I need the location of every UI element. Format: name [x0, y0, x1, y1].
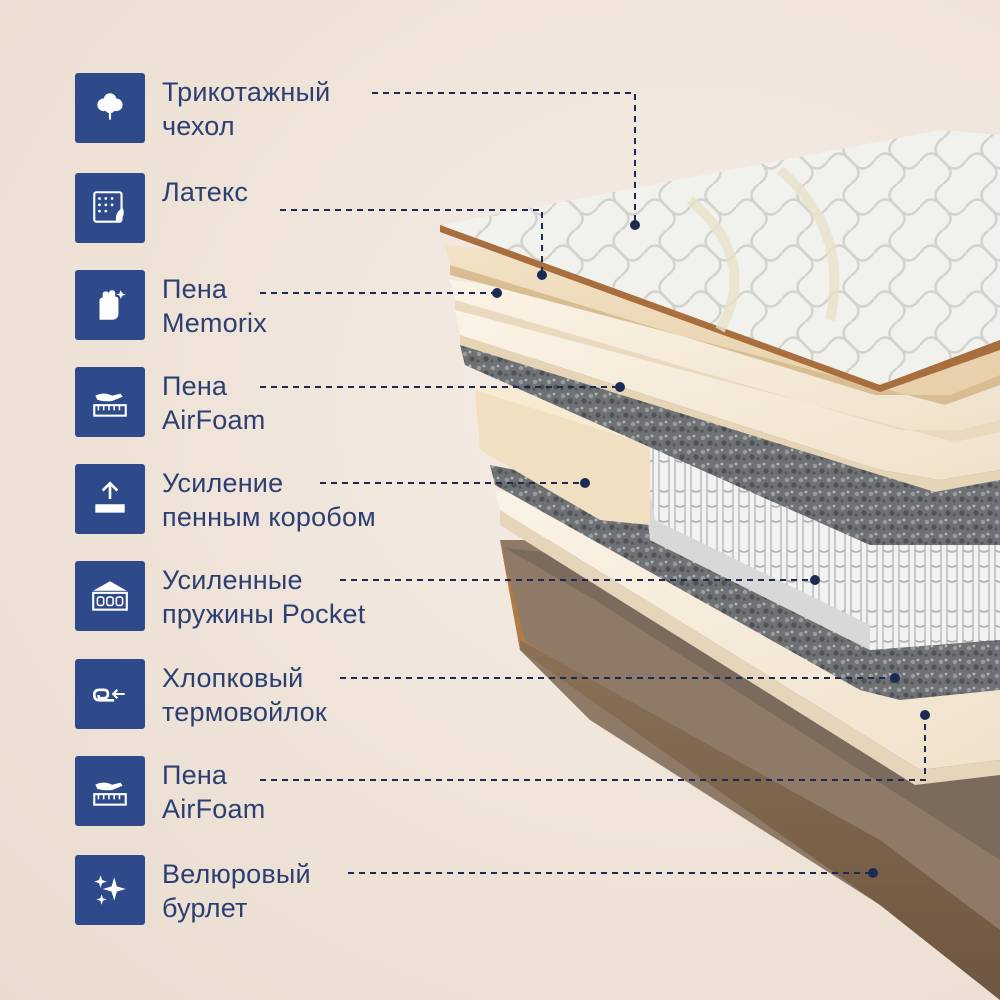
- layer-airfoam-top: Пена AirFoam: [75, 367, 515, 437]
- layer-label: Хлопковый термовойлок: [162, 661, 327, 729]
- layer-label-line-2: AirFoam: [162, 405, 266, 435]
- foam-hand-icon: [75, 756, 145, 826]
- layer-label-line-1: Пена: [162, 371, 228, 401]
- layer-foam-box: Усиление пенным коробом: [75, 464, 515, 534]
- layer-label-line-1: Усиление: [162, 468, 284, 498]
- layer-label-line-1: Латекс: [162, 177, 249, 207]
- layer-cotton-felt: Хлопковый термовойлок: [75, 659, 515, 729]
- layer-label: Пена AirFoam: [162, 369, 265, 437]
- layer-label: Трикотажный чехол: [162, 75, 330, 143]
- cotton-icon: [75, 73, 145, 143]
- spring-block-icon: [75, 561, 145, 631]
- box-upload-icon: [75, 464, 145, 534]
- layer-knitted-cover: Трикотажный чехол: [75, 73, 515, 143]
- layer-label-line-2: AirFoam: [162, 794, 266, 824]
- layer-label-line-1: Хлопковый: [162, 663, 304, 693]
- layer-label-line-1: Усиленные: [162, 565, 303, 595]
- layer-label-line-1: Трикотажный: [162, 77, 331, 107]
- layer-label-line-1: Велюровый: [162, 859, 311, 889]
- latex-icon: [75, 173, 145, 243]
- layer-label: Усиление пенным коробом: [162, 466, 376, 534]
- layer-memorix-foam: Пена Memorix: [75, 270, 515, 340]
- layer-label: Усиленные пружины Pocket: [162, 563, 365, 631]
- memory-hand-icon: [75, 270, 145, 340]
- layer-label-line-2: Memorix: [162, 308, 267, 338]
- layer-label-line-2: пенным коробом: [162, 502, 376, 532]
- layer-label: Пена Memorix: [162, 272, 267, 340]
- layer-airfoam-bottom: Пена AirFoam: [75, 756, 515, 826]
- felt-roll-icon: [75, 659, 145, 729]
- layer-velour-border: Велюровый бурлет: [75, 855, 515, 925]
- layer-label-line-2: термовойлок: [162, 697, 327, 727]
- layer-label-line-2: бурлет: [162, 893, 248, 923]
- layer-label-line-1: Пена: [162, 274, 228, 304]
- layer-label-line-2: чехол: [162, 111, 235, 141]
- foam-hand-icon: [75, 367, 145, 437]
- layer-label: Велюровый бурлет: [162, 857, 311, 925]
- layer-label-line-1: Пена: [162, 760, 228, 790]
- layer-pocket-springs: Усиленные пружины Pocket: [75, 561, 515, 631]
- layer-label: Латекс: [162, 175, 248, 209]
- sparkles-icon: [75, 855, 145, 925]
- layer-label: Пена AirFoam: [162, 758, 265, 826]
- layer-latex: Латекс: [75, 173, 515, 243]
- layer-label-line-2: пружины Pocket: [162, 599, 366, 629]
